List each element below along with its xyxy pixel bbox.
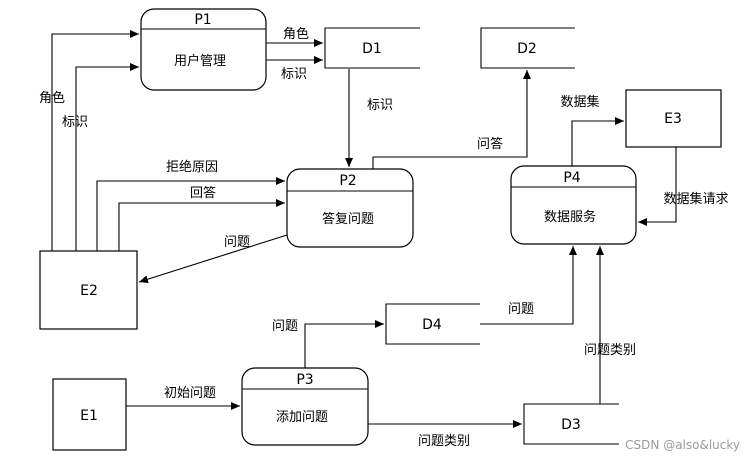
process-p2-name: 答复问题 (322, 211, 374, 227)
flow-p2-answer-to-d2 (372, 70, 531, 169)
label-p3-question-to-d4: 问题 (272, 319, 298, 334)
entity-e2: E2 (39, 250, 138, 330)
process-p1: P1 用户管理 (140, 8, 267, 91)
label-p2-answer-to-d2: 问答 (477, 136, 503, 152)
flow-answer (118, 199, 285, 251)
entity-e1-id: E1 (80, 408, 98, 424)
store-d3: D3 (523, 403, 619, 445)
flow-d4-question-to-p4 (480, 246, 577, 325)
process-p3: P3 添加问题 (241, 367, 369, 446)
flow-question-to-e2 (138, 234, 288, 284)
store-d2-id: D2 (517, 41, 537, 57)
flow-e2-mark-to-p1 (75, 63, 139, 251)
process-p2-id: P2 (339, 173, 356, 189)
process-p4: P4 数据服务 (510, 165, 637, 245)
label-initial-question: 初始问题 (164, 386, 216, 401)
label-e2-mark: 标识 (62, 115, 88, 130)
label-reject-reason: 拒绝原因 (166, 159, 218, 175)
entity-e3-id: E3 (664, 111, 682, 127)
process-p2: P2 答复问题 (286, 168, 414, 248)
flow-e2-role-to-p1 (51, 30, 139, 251)
store-d2: D2 (480, 27, 575, 69)
entity-e1: E1 (52, 378, 127, 451)
flow-dataset-request (638, 147, 677, 226)
label-question-to-e2: 问题 (224, 235, 250, 250)
store-d3-id: D3 (561, 417, 581, 433)
process-p1-id: P1 (194, 12, 211, 28)
label-answer: 回答 (190, 185, 216, 201)
process-p4-name: 数据服务 (544, 209, 596, 225)
label-dataset-request: 数据集请求 (663, 191, 728, 207)
process-p3-name: 添加问题 (276, 410, 328, 425)
label-e2-role: 角色 (39, 90, 65, 106)
flow-dataset-to-e3 (571, 117, 624, 166)
label-dataset-to-e3: 数据集 (560, 94, 599, 110)
label-mark-to-d1: 标识 (281, 67, 307, 82)
process-p4-id: P4 (563, 170, 580, 186)
store-d1: D1 (324, 27, 420, 69)
store-d4-id: D4 (422, 317, 442, 333)
entity-e3: E3 (625, 89, 722, 148)
entity-e2-id: E2 (80, 283, 98, 299)
label-role-to-d1: 角色 (283, 26, 309, 42)
store-d4: D4 (385, 303, 480, 345)
process-p3-id: P3 (296, 372, 313, 388)
flow-reject-reason (96, 177, 285, 251)
watermark-text: CSDN @also&lucky (625, 438, 740, 452)
store-d1-id: D1 (362, 41, 382, 57)
flow-p3-question-to-d4 (304, 320, 384, 368)
label-d4-question-to-p4: 问题 (508, 302, 534, 317)
label-d3-category-to-p4: 问题类别 (584, 343, 636, 358)
process-p1-name: 用户管理 (174, 53, 226, 69)
label-category-to-d3: 问题类别 (418, 434, 470, 449)
label-d1-mark-to-p2: 标识 (367, 98, 393, 113)
